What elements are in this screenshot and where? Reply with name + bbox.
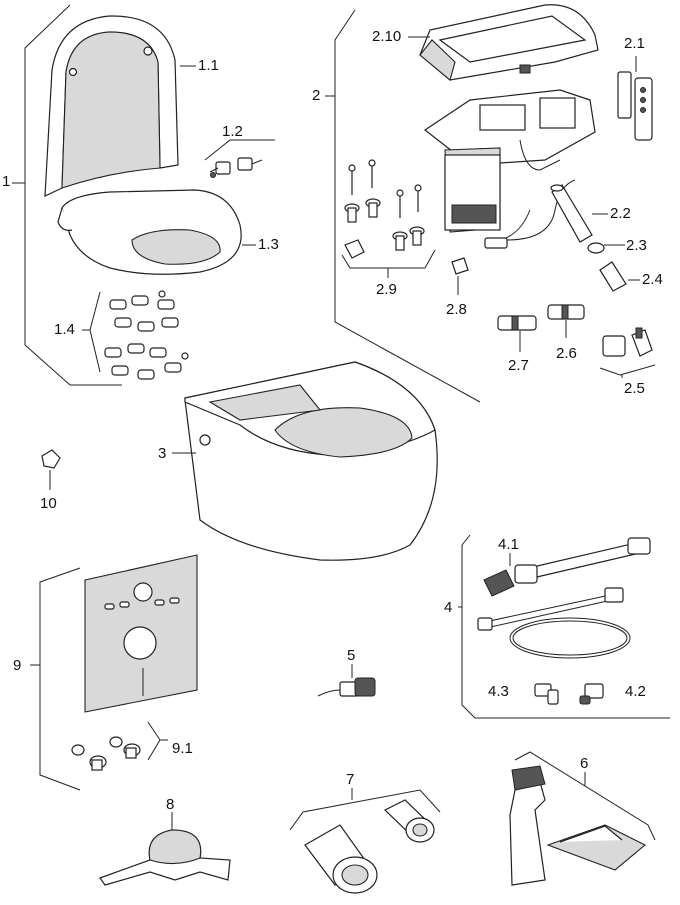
valve-2-6-part <box>547 304 585 338</box>
label-2-1: 2.1 <box>624 35 645 52</box>
label-1-2: 1.2 <box>222 123 243 140</box>
label-1-4: 1.4 <box>54 321 75 338</box>
label-7: 7 <box>346 771 355 788</box>
fitting-4-3-part <box>534 683 559 705</box>
filter-tube-part <box>550 184 608 243</box>
mounting-bracket-part <box>599 327 656 378</box>
seat-cover-part <box>44 15 196 197</box>
label-1-1: 1.1 <box>198 57 219 74</box>
cleaning-set-part <box>509 751 656 886</box>
label-4-1: 4.1 <box>498 536 519 553</box>
clip-part <box>451 257 469 295</box>
fitting-4-2-part <box>579 683 604 705</box>
label-4: 4 <box>444 599 453 616</box>
group-4-bracket <box>458 534 670 719</box>
label-9-1: 9.1 <box>172 740 193 757</box>
label-2: 2 <box>312 87 321 104</box>
fixing-screws-part <box>71 721 168 771</box>
label-1-3: 1.3 <box>258 236 279 253</box>
cable-connector-part <box>317 664 376 697</box>
group-2-bracket <box>325 9 481 403</box>
label-3: 3 <box>158 445 167 462</box>
label-10: 10 <box>40 495 57 512</box>
hinge-pins-part <box>204 139 275 178</box>
valve-2-7-part <box>497 315 537 352</box>
label-5: 5 <box>347 647 356 664</box>
insulation-plate-part <box>84 554 198 713</box>
label-6: 6 <box>580 755 589 772</box>
label-8: 8 <box>166 796 175 813</box>
label-2-4: 2.4 <box>642 271 663 288</box>
toilet-bowl-part <box>172 361 438 561</box>
screw-set-part <box>341 159 436 278</box>
o-ring-part <box>587 242 625 254</box>
label-4-3: 4.3 <box>488 683 509 700</box>
drain-pipe-part <box>289 788 441 894</box>
plug-part <box>41 449 61 490</box>
label-2-5: 2.5 <box>624 380 645 397</box>
nozzle-connector-part <box>599 261 640 292</box>
label-9: 9 <box>13 657 22 674</box>
label-2-9: 2.9 <box>376 281 397 298</box>
label-2-6: 2.6 <box>556 345 577 362</box>
label-2-10: 2.10 <box>372 28 402 45</box>
group-9-bracket <box>30 567 81 791</box>
control-unit-part <box>423 89 596 249</box>
remote-control-part <box>617 56 653 141</box>
label-2-2: 2.2 <box>610 205 631 222</box>
label-2-7: 2.7 <box>508 357 529 374</box>
label-1: 1 <box>2 173 11 190</box>
mounting-frame-part <box>99 812 231 886</box>
flex-hose-4-1-part <box>483 537 651 597</box>
label-2-8: 2.8 <box>446 301 467 318</box>
seat-ring-part <box>57 189 256 275</box>
buffer-set-part <box>82 290 189 380</box>
flex-hose-4-part <box>477 587 631 659</box>
group-1-bracket <box>12 4 122 386</box>
label-4-2: 4.2 <box>625 683 646 700</box>
unit-cover-part <box>408 4 599 81</box>
label-2-3: 2.3 <box>626 237 647 254</box>
